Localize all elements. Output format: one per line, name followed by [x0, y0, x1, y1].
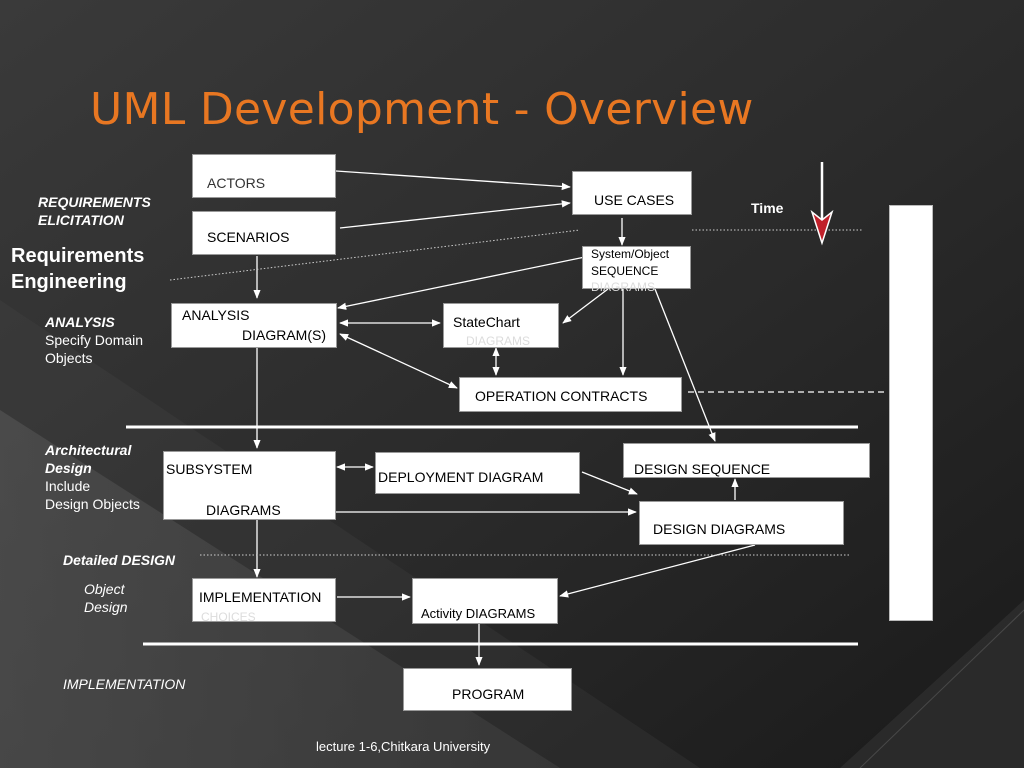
phase-architectural-sub-2: Design Objects	[45, 496, 140, 512]
deployment-label: DEPLOYMENT DIAGRAM	[378, 469, 544, 485]
scenarios-box: SCENARIOS	[192, 211, 336, 255]
phase-analysis-sub-2: Objects	[45, 350, 93, 366]
phase-object-design-line-2: Design	[84, 599, 128, 615]
arrow-actors-usecases	[335, 170, 571, 191]
phase-requirements-engineering-line-1: Requirements	[11, 245, 145, 267]
time-arrow-head	[810, 209, 834, 246]
scenarios-label: SCENARIOS	[207, 229, 290, 245]
design-sequence-box: DESIGN SEQUENCE	[623, 443, 870, 478]
phase-architectural-design: Architectural Design Include Design Obje…	[45, 441, 140, 513]
time-label: Time	[751, 200, 784, 216]
statechart-box: StateChart DIAGRAMS	[443, 303, 559, 348]
design-diagrams-box: DESIGN DIAGRAMS	[639, 501, 844, 545]
arrow-deployment-designdiagrams	[581, 471, 638, 495]
implementation-label-2: CHOICES	[201, 610, 256, 624]
implementation-label-1: IMPLEMENTATION	[199, 589, 322, 605]
subsystem-diagrams-box: SUBSYSTEM DIAGRAMS	[163, 451, 336, 520]
phase-implementation: IMPLEMENTATION	[63, 676, 186, 692]
program-label: PROGRAM	[452, 686, 525, 702]
use-cases-box: USE CASES	[572, 171, 692, 215]
sequence-diagrams-box: System/Object SEQUENCE DIAGRAMS	[582, 246, 691, 294]
phase-requirements-elicitation: REQUIREMENTS ELICITATION	[38, 193, 151, 229]
actors-box: ACTORS	[192, 154, 336, 198]
phase-analysis-title: ANALYSIS	[45, 314, 115, 330]
activity-label: Activity DIAGRAMS	[421, 606, 536, 621]
phase-architectural-title-2: Design	[45, 460, 92, 476]
subsystem-label-1: SUBSYSTEM	[166, 461, 253, 477]
sequence-label-1: System/Object	[591, 247, 670, 261]
timeline-bar	[889, 205, 933, 621]
arrow-scenarios-usecases	[339, 200, 571, 229]
phase-architectural-sub-1: Include	[45, 478, 91, 494]
operation-contracts-label: OPERATION CONTRACTS	[475, 388, 648, 404]
phase-analysis-sub-1: Specify Domain	[45, 332, 144, 348]
phase-architectural-title-1: Architectural	[45, 442, 132, 458]
use-cases-label: USE CASES	[594, 192, 675, 208]
design-diagrams-label: DESIGN DIAGRAMS	[653, 521, 786, 537]
deployment-diagram-box: DEPLOYMENT DIAGRAM	[375, 452, 580, 494]
statechart-label-1: StateChart	[453, 314, 520, 330]
arrow-sequence-analysis	[337, 256, 586, 310]
analysis-diagram-box: ANALYSIS DIAGRAM(S)	[171, 303, 337, 348]
statechart-label-2: DIAGRAMS	[466, 334, 531, 348]
arrow-analysis-opcontracts	[339, 333, 458, 389]
analysis-diagram-label-1: ANALYSIS	[182, 307, 250, 323]
sequence-label-3: DIAGRAMS	[591, 280, 656, 294]
phase-object-design-line-1: Object	[84, 581, 125, 597]
implementation-choices-box: IMPLEMENTATION CHOICES	[192, 578, 336, 624]
dotted-separator-requirements	[169, 229, 581, 281]
slide-footer: lecture 1-6,Chitkara University	[316, 739, 491, 754]
phase-requirements-engineering-line-2: Engineering	[11, 271, 127, 293]
analysis-diagram-label-2: DIAGRAM(S)	[242, 327, 326, 343]
phase-object-design: Object Design	[84, 580, 128, 616]
activity-diagrams-box: Activity DIAGRAMS	[412, 578, 558, 624]
phase-requirements-engineering: Requirements Engineering	[11, 243, 144, 295]
operation-contracts-box: OPERATION CONTRACTS	[459, 377, 682, 412]
program-box: PROGRAM	[403, 668, 572, 711]
sequence-label-2: SEQUENCE	[591, 264, 659, 278]
subsystem-label-2: DIAGRAMS	[206, 502, 281, 518]
arrow-sequence-designseq	[654, 288, 716, 442]
phase-requirements-elicitation-line-2: ELICITATION	[38, 212, 124, 228]
design-sequence-label: DESIGN SEQUENCE	[634, 461, 771, 477]
actors-label: ACTORS	[207, 175, 266, 191]
phase-requirements-elicitation-line-1: REQUIREMENTS	[38, 194, 151, 210]
phase-analysis: ANALYSIS Specify Domain Objects	[45, 313, 143, 367]
phase-detailed-design: Detailed DESIGN	[63, 552, 176, 568]
arrow-designdiagrams-activity	[559, 544, 756, 598]
arrow-sequence-statechart	[562, 288, 609, 324]
slide-title: UML Development - Overview	[90, 84, 754, 135]
